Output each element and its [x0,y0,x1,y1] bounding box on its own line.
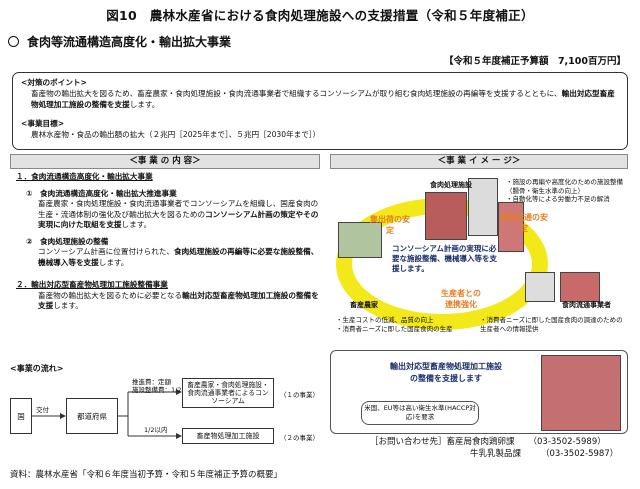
flow-todofuken: 都道府県 [66,398,118,434]
center-text: コンソーシアム計画の実現に必要な施設整備、機械導入等を支援します。 [392,244,497,273]
flow-jigyo-2: （２の事業） [280,434,319,442]
content-heading-1: １．食肉流通構造高度化・輸出拡大事業 [16,172,153,181]
contact: ［お問い合わせ先］畜産局食肉鶏卵課 （03-3502-5989） 牛乳乳製品課 （0… [370,436,618,460]
export-note: 米国、EU等は高い衛生水準(HACCP対応)を要求 [361,401,479,425]
facility-label: 食肉処理施設 [430,181,472,189]
supply-label: 集出荷の安定 [370,215,410,235]
contact-line-1-tel: （03-3502-5989） [528,437,606,447]
truck-icon [525,272,555,302]
flow-rate-1b: 施設整備費：1/2以内 [132,386,195,394]
meat-photo-3 [560,272,600,302]
points-text-pre: 畜産物の輸出拡大を図るため、畜産農家・食肉処理施設・食肉流通事業者で組織するコン… [31,89,562,98]
flow-rate-2: 1/2以内 [144,426,168,434]
points-text-bold: 輸出対応型畜産物処理加工施設の整備を支援 [31,89,615,109]
heading-2-body-a: 畜産物の輸出拡大を図るために必要となる [38,290,183,300]
farm-photo [338,222,382,258]
contact-line-2: 牛乳乳製品課 （03-3502-5987） [370,448,618,460]
facility-note-1: ・施設の再編や高度化のための施設整備 [506,178,623,186]
contact-line-2-tel: （03-3502-5987） [541,449,619,459]
goal-text: 農林水産物・食品の輸出額の拡大（２兆円［2025年まで］、５兆円［2030年まで… [31,130,321,139]
farmer-notes: ・生産コストの低減、品質の向上 ・消費者ニーズに即した国産食肉の生産 [336,316,474,333]
distributor-note-1: ・消費者ニーズに即した国産食肉の調達のための生産者への情報提供 [480,316,623,333]
flow-consortium: 畜産農家・食肉処理施設・食肉流通事業者によるコンソーシアム [182,378,274,408]
points-box: <対策のポイント> 畜産物の輸出拡大を図るため、畜産農家・食肉処理施設・食肉流通… [12,72,628,150]
content-heading-2: ２．輸出対応型畜産物処理加工施設整備事業 [16,280,168,289]
export-box: 輸出対応型畜産物処理加工施設 の整備を支援します 米国、EU等は高い衛生水準(H… [330,350,628,434]
item-2-body-b: 食肉処理施設の再編等に必要な施設整備、機械導入等を支援 [38,247,319,267]
meat-photo-2 [498,202,524,252]
heading-2-body: 畜産物の輸出拡大を図るために必要となる輸出対応型畜産物処理加工施設の整備を支援し… [10,291,322,312]
farmer-label: 畜産農家 [350,301,378,309]
item-1-body-b: コンソーシアム計画の策定やその実現に向けた取組を支援 [38,209,319,230]
flow-kofu: 交付 [36,406,49,414]
export-meat-photo [541,355,621,431]
farmer-note-2: ・消費者ニーズに即した国産食肉の生産 [336,324,453,333]
flow-kuni: 国 [10,398,32,434]
figure-title: 図10 農林水産省における食肉処理施設への支援措置（令和５年度補正） [106,8,534,23]
item-2-title: ② 食肉処理施設の整備 [26,236,109,246]
heading-2-body-c: します。 [53,301,83,310]
goal-heading: <事業目標> [21,119,65,128]
item-1-body-c: します。 [121,220,152,229]
export-title-a: 輸出対応型畜産物処理加工施設 [390,362,502,371]
flow-connectors [32,389,182,439]
flow-label: <事業の流れ> [10,364,64,373]
image-area: 食肉処理施設 ・施設の再編や高度化のための施設整備 （腸骨・衛生水準の向上） ・… [330,172,628,342]
facility-note-3: ・自動化等による労働力不足の解消 [506,195,610,203]
distributor-notes: ・消費者ニーズに即した国産食肉の調達のための生産者への情報提供 [480,316,626,333]
points-text: 畜産物の輸出拡大を図るため、畜産農家・食肉処理施設・食肉流通事業者で組織するコン… [21,88,619,110]
points-text-post: します。 [129,100,160,109]
contact-line-1-label: ［お問い合わせ先］畜産局食肉鶏卵課 [370,437,515,447]
content-header: ＜事 業 の 内 容＞ [10,154,320,169]
flow-jigyo-1: （１の事業） [280,391,319,399]
budget-label: 【令和５年度補正予算額 7,100百万円】 [443,56,626,67]
contact-line-1: ［お問い合わせ先］畜産局食肉鶏卵課 （03-3502-5989） [370,436,618,448]
meat-photo-1 [425,192,467,240]
source-note: 資料：農林水産省「令和６年度当初予算・令和５年度補正予算の概要」 [10,470,283,480]
section-title-text: 食肉等流通構造高度化・輸出拡大事業 [27,35,232,49]
flow-rate-1: 推進費：定額 [132,378,171,386]
section-title: 食肉等流通構造高度化・輸出拡大事業 [8,33,231,50]
export-title: 輸出対応型畜産物処理加工施設 の整備を支援します [361,361,531,385]
distributor-label: 食肉流通事業者 [562,301,611,309]
circle-icon [8,36,19,47]
content-body: １．食肉流通構造高度化・輸出拡大事業 ① 食肉流通構造高度化・輸出拡大推進事業 … [10,172,322,312]
flow-diagram: 国 交付 都道府県 推進費：定額 施設整備費：1/2以内 畜産農家・食肉処理施設… [10,378,325,458]
points-heading: <対策のポイント> [21,78,87,87]
image-header: ＜事 業 イ メ ー ジ＞ [330,154,628,169]
item-1-title: ① 食肉流通構造高度化・輸出拡大推進事業 [26,188,177,198]
flow-facility: 畜産物処理加工施設 [182,428,274,444]
item-1-body: 畜産農家・食肉処理施設・食肉流通事業者でコンソーシアムを組織し、国産食肉の生産・… [10,199,322,231]
farmer-note-1: ・生産コストの低減、品質の向上 [336,316,434,324]
collab-label: 生産者との連携強化 [441,289,481,309]
contact-line-2-label: 牛乳乳製品課 [470,449,522,459]
facility-note-2: （腸骨・衛生水準の向上） [506,186,584,195]
facility-building-icon [468,178,498,236]
item-2-body-a: コンソーシアム計画に位置付けられた、 [38,247,175,256]
facility-notes: ・施設の再編や高度化のための施設整備 （腸骨・衛生水準の向上） ・自動化等による… [506,178,628,204]
export-title-b: の整備を支援します [410,374,482,383]
distribution-label: 食肉流通の安定 [500,213,548,233]
item-2-body: コンソーシアム計画に位置付けられた、食肉処理施設の再編等に必要な施設整備、機械導… [10,247,322,268]
item-1-body-a: 畜産農家・食肉処理施設・食肉流通事業者でコンソーシアムを組織し、国産食肉の生産・… [38,199,319,219]
heading-2-body-b: 輸出対応型畜産物処理加工施設の整備を支援 [38,290,319,311]
item-2-body-c: します。 [98,257,129,267]
